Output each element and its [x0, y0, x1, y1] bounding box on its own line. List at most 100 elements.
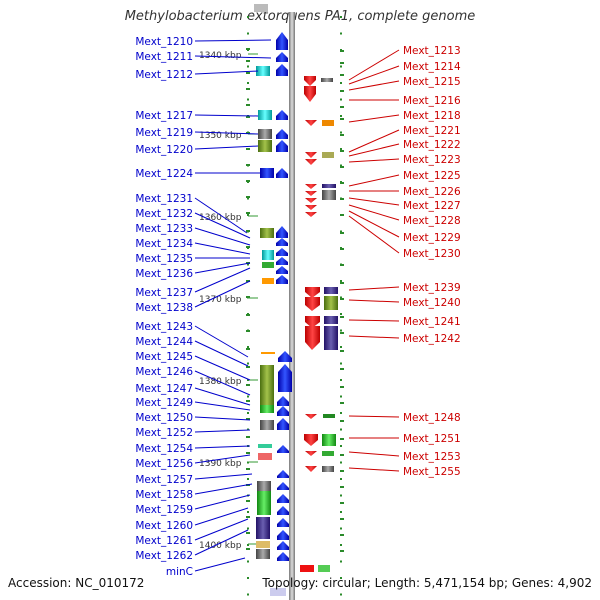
forward-gene-arrow — [277, 530, 289, 540]
gene-label-right[interactable]: Mext_1215 — [403, 76, 461, 88]
gene-label-left[interactable]: Mext_1261 — [135, 535, 193, 547]
forward-gene-arrow — [276, 266, 288, 274]
forward-gene-arrow — [278, 364, 292, 392]
forward-gene-arrow — [276, 168, 288, 178]
forward-gene-arrow — [276, 226, 288, 238]
gene-label-left[interactable]: Mext_1231 — [135, 193, 193, 205]
guide-dot — [247, 16, 249, 18]
gene-label-right[interactable]: Mext_1225 — [403, 170, 461, 182]
gene-label-right[interactable]: Mext_1229 — [403, 232, 461, 244]
gene-label-left[interactable]: Mext_1256 — [135, 458, 193, 470]
gene-label-right[interactable]: Mext_1242 — [403, 333, 461, 345]
gene-label-left[interactable]: Mext_1252 — [135, 427, 193, 439]
gene-label-right[interactable]: Mext_1218 — [403, 110, 461, 122]
gene-label-left[interactable]: Mext_1234 — [135, 238, 193, 250]
guide-tick — [246, 418, 250, 420]
feature-block — [257, 491, 271, 515]
gene-label-left[interactable]: Mext_1217 — [135, 110, 193, 122]
gene-label-left[interactable]: Mext_1235 — [135, 253, 193, 265]
gene-label-left[interactable]: Mext_1224 — [135, 168, 193, 180]
guide-tick — [340, 118, 344, 120]
gene-label-left[interactable]: Mext_1259 — [135, 504, 193, 516]
gene-label-left[interactable]: Mext_1247 — [135, 383, 193, 395]
feature-block — [256, 549, 270, 559]
feature-block — [323, 414, 335, 418]
guide-tick — [246, 212, 250, 214]
left-connectors — [194, 39, 272, 572]
gene-label-left[interactable]: Mext_1232 — [135, 208, 193, 220]
gene-label-left[interactable]: Mext_1245 — [135, 351, 193, 363]
forward-gene-arrow — [277, 482, 289, 490]
gene-label-right[interactable]: Mext_1251 — [403, 433, 461, 445]
gene-label-right[interactable]: Mext_1228 — [403, 215, 461, 227]
gene-label-right[interactable]: Mext_1255 — [403, 466, 461, 478]
guide-tick — [340, 74, 344, 76]
gene-label-left[interactable]: Mext_1237 — [135, 287, 193, 299]
guide-tick — [246, 500, 250, 502]
gene-label-left[interactable]: Mext_1249 — [135, 397, 193, 409]
reverse-gene-arrow — [305, 326, 320, 350]
guide-dot — [247, 527, 249, 530]
guide-tick — [246, 164, 250, 166]
gene-label-right[interactable]: Mext_1253 — [403, 451, 461, 463]
gene-label-left[interactable]: Mext_1258 — [135, 489, 193, 501]
gene-label-left[interactable]: minC — [166, 566, 193, 578]
feature-block — [324, 326, 338, 350]
label-connector — [194, 416, 251, 421]
guide-tick — [246, 516, 250, 518]
gene-label-left[interactable]: Mext_1219 — [135, 127, 193, 139]
gene-label-right[interactable]: Mext_1227 — [403, 200, 461, 212]
gene-label-left[interactable]: Mext_1257 — [135, 474, 193, 486]
guide-dot — [340, 32, 342, 35]
gene-label-left[interactable]: Mext_1262 — [135, 550, 193, 562]
gene-label-left[interactable]: Mext_1260 — [135, 520, 193, 532]
guide-dot — [247, 593, 249, 596]
right-guide-dots — [340, 16, 344, 596]
gene-label-right[interactable]: Mext_1241 — [403, 316, 461, 328]
gene-label-right[interactable]: Mext_1216 — [403, 95, 461, 107]
gene-label-left[interactable]: Mext_1211 — [135, 51, 193, 63]
gene-label-right[interactable]: Mext_1214 — [403, 61, 461, 73]
gene-label-right[interactable]: Mext_1226 — [403, 186, 461, 198]
gene-label-left[interactable]: Mext_1246 — [135, 366, 193, 378]
gene-label-left[interactable]: Mext_1233 — [135, 223, 193, 235]
gene-label-right[interactable]: Mext_1240 — [403, 297, 461, 309]
guide-dot — [247, 577, 249, 579]
gene-label-left[interactable]: Mext_1244 — [135, 336, 193, 348]
guide-tick — [246, 436, 250, 438]
guide-dot — [340, 82, 342, 84]
reverse-gene-arrow — [305, 184, 317, 189]
gene-label-left[interactable]: Mext_1238 — [135, 302, 193, 314]
gene-label-right[interactable]: Mext_1248 — [403, 412, 461, 424]
gene-label-right[interactable]: Mext_1222 — [403, 139, 461, 151]
guide-dot — [340, 164, 342, 167]
label-connector — [194, 267, 251, 293]
gene-label-right[interactable]: Mext_1213 — [403, 45, 461, 57]
gene-label-right[interactable]: Mext_1223 — [403, 154, 461, 166]
guide-dot — [340, 16, 342, 18]
guide-tick — [246, 532, 250, 534]
gene-label-left[interactable]: Mext_1250 — [135, 412, 193, 424]
map-title: Methylobacterium extorquens PA1, complet… — [124, 9, 476, 24]
guide-dot — [340, 593, 342, 596]
guide-tick — [340, 486, 344, 488]
guide-dot — [340, 511, 342, 513]
gene-label-left[interactable]: Mext_1210 — [135, 36, 193, 48]
gene-label-right[interactable]: Mext_1221 — [403, 125, 461, 137]
guide-tick — [340, 198, 344, 200]
feature-block — [322, 451, 334, 456]
feature-block — [258, 140, 272, 152]
guide-tick — [340, 438, 344, 440]
forward-gene-arrow — [277, 552, 289, 561]
gene-label-left[interactable]: Mext_1243 — [135, 321, 193, 333]
gene-label-left[interactable]: Mext_1212 — [135, 69, 193, 81]
gene-label-right[interactable]: Mext_1239 — [403, 282, 461, 294]
forward-gene-arrow — [277, 396, 289, 406]
guide-tick — [246, 196, 250, 198]
guide-tick — [340, 248, 344, 250]
gene-label-left[interactable]: Mext_1254 — [135, 443, 193, 455]
gene-label-left[interactable]: Mext_1236 — [135, 268, 193, 280]
gene-label-right[interactable]: Mext_1230 — [403, 248, 461, 260]
forward-gene-arrow — [277, 541, 289, 550]
gene-label-left[interactable]: Mext_1220 — [135, 144, 193, 156]
